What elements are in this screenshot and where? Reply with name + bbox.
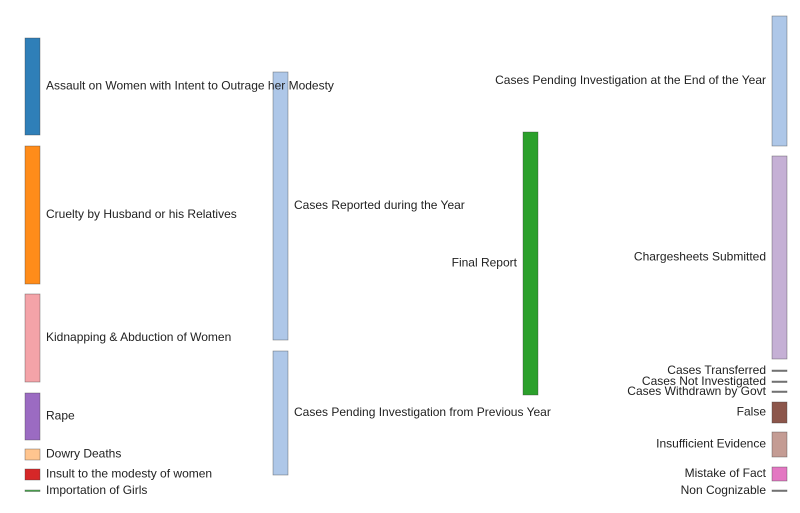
node-false [771, 401, 788, 424]
node-label-noncog: Non Cognizable [681, 483, 767, 497]
node-label-dowry: Dowry Deaths [46, 447, 121, 461]
link-cruelty-to-pendprev [40, 243, 273, 414]
node-label-import: Importation of Girls [46, 483, 147, 497]
node-label-pendend: Cases Pending Investigation at the End o… [495, 73, 766, 87]
link-final-to-charge [538, 132, 772, 359]
node-label-final: Final Report [452, 256, 518, 270]
node-label-withdrawn: Cases Withdrawn by Govt [627, 384, 766, 398]
node-pendprev [272, 350, 289, 476]
node-pendend [771, 15, 788, 147]
node-mistake [771, 466, 788, 482]
node-label-notinv: Cases Not Investigated [642, 374, 766, 388]
link-cruelty-to-reported [40, 146, 273, 243]
node-transfer [771, 369, 788, 372]
node-dowry [24, 448, 41, 461]
link-assault-to-reported [40, 38, 273, 150]
node-label-reported: Cases Reported during the Year [294, 198, 465, 212]
link-dowry-to-reported [40, 326, 273, 456]
link-pendprev-to-final [288, 322, 523, 475]
node-import [24, 489, 41, 492]
node-reported [272, 71, 289, 341]
link-reported-to-final [288, 132, 523, 340]
node-label-insult: Insult to the modesty of women [46, 467, 212, 481]
node-label-assault: Assault on Women with Intent to Outrage … [46, 79, 334, 93]
node-insuff [771, 431, 788, 458]
link-kidnap-to-pendprev [40, 349, 273, 451]
node-label-false: False [737, 405, 767, 419]
node-label-transfer: Cases Transferred [667, 363, 766, 377]
node-notinv [771, 380, 788, 383]
node-label-pendprev: Cases Pending Investigation from Previou… [294, 405, 551, 419]
node-final [522, 131, 539, 396]
node-rape [24, 392, 41, 441]
link-rape-to-reported [40, 294, 273, 428]
node-insult [24, 468, 41, 481]
node-noncog [771, 489, 788, 492]
node-cruelty [24, 145, 41, 285]
node-label-insuff: Insufficient Evidence [656, 437, 766, 451]
node-label-charge: Chargesheets Submitted [634, 250, 766, 264]
node-charge [771, 155, 788, 360]
node-label-mistake: Mistake of Fact [685, 466, 767, 480]
node-kidnap [24, 293, 41, 383]
sankey-labels: Assault on Women with Intent to Outrage … [46, 73, 767, 497]
node-label-kidnap: Kidnapping & Abduction of Women [46, 330, 231, 344]
node-label-cruelty: Cruelty by Husband or his Relatives [46, 207, 237, 221]
node-withdrawn [771, 390, 788, 393]
node-label-rape: Rape [46, 409, 75, 423]
node-assault [24, 37, 41, 136]
sankey-nodes [24, 15, 788, 492]
